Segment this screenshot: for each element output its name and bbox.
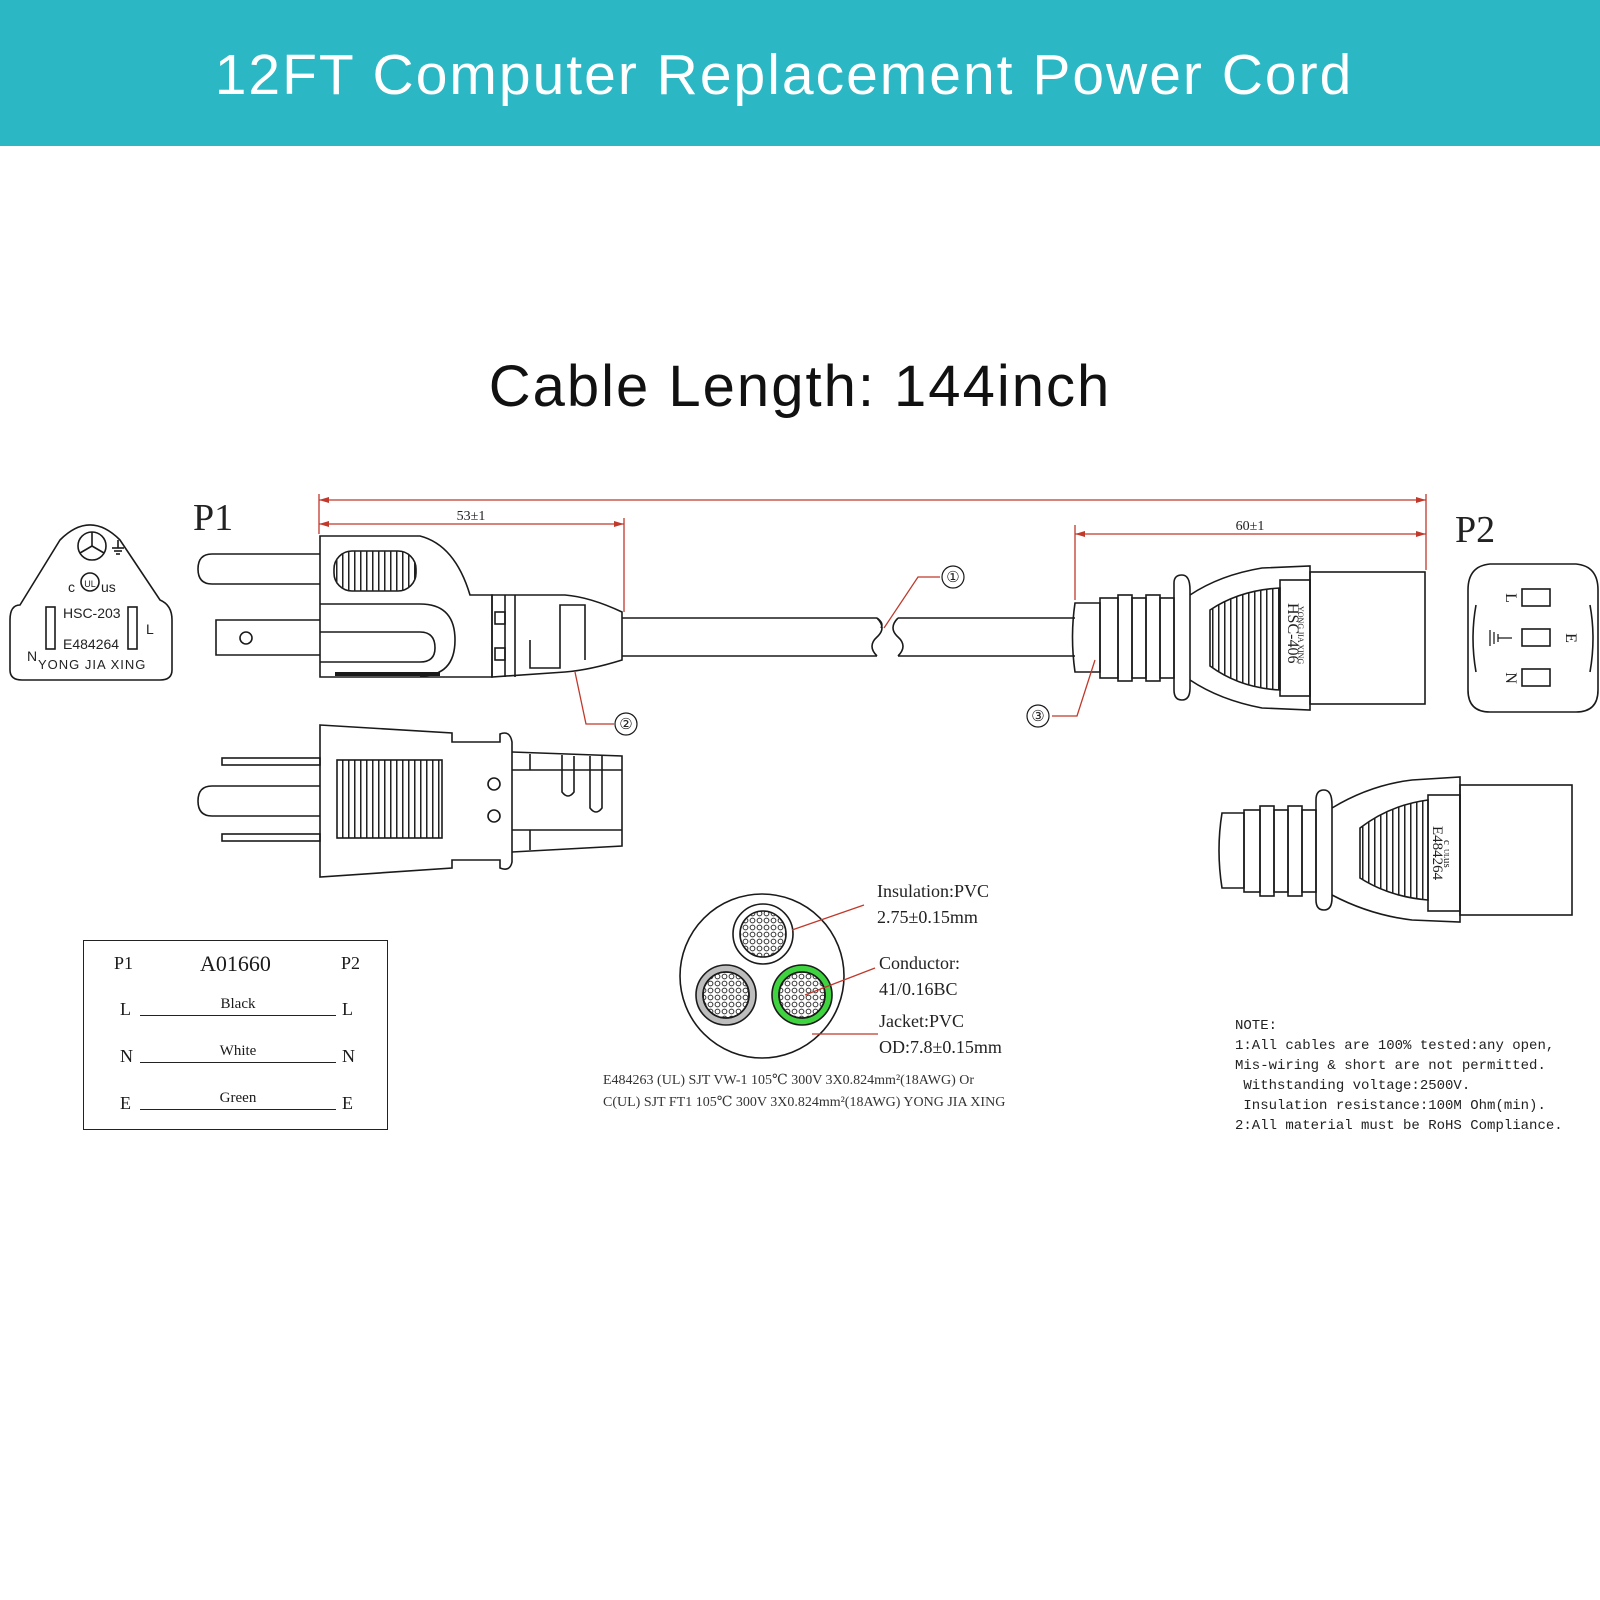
plug-maker: YONG JIA XING xyxy=(38,657,146,672)
page-title: 12FT Computer Replacement Power Cord xyxy=(214,43,1354,107)
connector-side-cert-c: c xyxy=(1441,840,1453,845)
wiring-left-header: P1 xyxy=(114,953,134,973)
cable-certification: E484263 (UL) SJT VW-1 105℃ 300V 3X0.824m… xyxy=(603,1073,1006,1110)
plug-face-marking xyxy=(9,524,173,681)
spec-jacket: Jacket:PVC OD:7.8±0.15mm xyxy=(879,1011,1002,1057)
wiring-row-color: White xyxy=(219,1043,257,1059)
connector-face-line: L xyxy=(1502,593,1519,603)
plug-model: HSC-203 xyxy=(63,605,121,621)
dimension-connector-end: 60±1 xyxy=(1236,519,1265,534)
cable-body xyxy=(622,617,1075,657)
wiring-row-line xyxy=(140,1091,336,1110)
spec-insulation: Insulation:PVC 2.75±0.15mm xyxy=(877,881,990,927)
notes-block: NOTE:1:All cables are 100% tested:any op… xyxy=(1235,1018,1563,1134)
wiring-row-right: L xyxy=(342,999,353,1019)
ground-symbol-icon xyxy=(1489,630,1512,646)
wiring-row-left: L xyxy=(120,999,131,1019)
connector-face-view xyxy=(1467,563,1599,713)
connector-face-neutral: N xyxy=(1502,672,1519,684)
plug-cert-us: us xyxy=(101,579,116,595)
connector-side-cert-ul: UL xyxy=(1442,849,1450,858)
wiring-row-left: N xyxy=(120,1046,133,1066)
callout-2: ② xyxy=(619,717,632,733)
connector-maker: YONG JIA XING xyxy=(1296,606,1305,664)
wiring-table: P1 A01660 P2 L Black L N White N E Green… xyxy=(83,940,388,1130)
wiring-row-line xyxy=(140,1044,336,1063)
connector-model: HSC-406 xyxy=(1284,603,1301,663)
connector-side-view xyxy=(1071,565,1426,711)
spec-conductor: Conductor: 41/0.16BC xyxy=(879,953,960,999)
plug-line-mark: L xyxy=(146,621,154,637)
callout-3: ③ xyxy=(1031,709,1044,725)
wiring-row-color: Green xyxy=(219,1090,257,1106)
plug-cert-c: c xyxy=(68,579,75,595)
callout-1: ① xyxy=(946,570,959,586)
cable-cross-section xyxy=(679,893,845,1059)
plug-file-no: E484264 xyxy=(63,636,119,652)
plug-cert-ul: UL xyxy=(84,579,96,589)
header-banner xyxy=(0,0,1600,146)
plug-neutral-mark: N xyxy=(27,648,37,664)
wiring-code: A01660 xyxy=(200,951,271,976)
wiring-row-line xyxy=(140,997,336,1016)
wiring-row-color: Black xyxy=(220,996,256,1012)
wiring-row-left: E xyxy=(120,1093,131,1113)
dimension-lines xyxy=(318,494,1427,1035)
cable-length-title: Cable Length: 144inch xyxy=(488,354,1112,419)
dimension-plug-end: 53±1 xyxy=(457,509,486,524)
plug-label: P1 xyxy=(193,497,234,539)
plug-top-view xyxy=(197,724,623,878)
wiring-row-right: N xyxy=(342,1046,355,1066)
connector-top-view xyxy=(1218,776,1573,923)
connector-label: P2 xyxy=(1455,509,1496,551)
connector-side-file-no: E484264 xyxy=(1429,826,1445,881)
wiring-row-right: E xyxy=(342,1093,353,1113)
connector-side-cert-us: us xyxy=(1441,858,1453,868)
wiring-right-header: P2 xyxy=(341,953,361,973)
connector-face-earth: E xyxy=(1562,633,1579,643)
plug-side-view xyxy=(197,535,623,678)
